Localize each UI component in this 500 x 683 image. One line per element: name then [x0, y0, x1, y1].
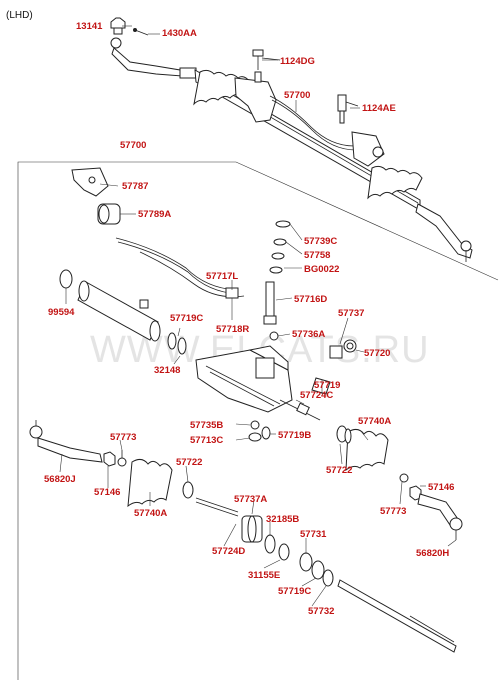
label-1124DG: 1124DG — [280, 56, 315, 67]
label-57739C: 57739C — [304, 236, 337, 247]
label-32185B: 32185B — [266, 514, 299, 525]
label-57737: 57737 — [338, 308, 364, 319]
label-57758: 57758 — [304, 250, 330, 261]
label-56820J: 56820J — [44, 474, 76, 485]
label-57724C: 57724C — [300, 390, 333, 401]
label-BG0022: BG0022 — [304, 264, 339, 275]
label-57740A-right: 57740A — [358, 416, 391, 427]
label-56820H: 56820H — [416, 548, 449, 559]
label-57722-top: 57722 — [176, 457, 202, 468]
label-57717L: 57717L — [206, 271, 238, 282]
label-57724D: 57724D — [212, 546, 245, 557]
exploded-parts — [29, 167, 463, 653]
label-13141: 13141 — [76, 21, 103, 32]
label-57789A: 57789A — [138, 209, 171, 220]
label-57740A-left: 57740A — [134, 508, 167, 519]
label-57719C-a: 57719C — [170, 313, 203, 324]
variant-header: (LHD) — [6, 10, 33, 21]
label-57146-left: 57146 — [94, 487, 120, 498]
label-57700-box: 57700 — [120, 140, 146, 151]
top-assembly — [110, 17, 473, 262]
label-1430AA: 1430AA — [162, 28, 197, 39]
label-57736A: 57736A — [292, 329, 325, 340]
label-57773-right: 57773 — [380, 506, 406, 517]
label-32148: 32148 — [154, 365, 180, 376]
label-57731: 57731 — [300, 529, 327, 540]
label-57735B: 57735B — [190, 420, 223, 431]
label-57720: 57720 — [364, 348, 390, 359]
part-labels: 13141 1430AA 1124DG 57700 1124AE 57700 5… — [44, 21, 454, 617]
label-57146-right: 57146 — [428, 482, 454, 493]
label-31155E: 31155E — [248, 570, 280, 581]
label-57737A: 57737A — [234, 494, 267, 505]
label-99594: 99594 — [48, 307, 75, 318]
label-57719C-c: 57719C — [278, 586, 311, 597]
label-57732: 57732 — [308, 606, 334, 617]
label-1124AE: 1124AE — [362, 103, 396, 114]
label-57719-b: 57719 — [314, 380, 340, 391]
label-57716D: 57716D — [294, 294, 327, 305]
label-57773-left: 57773 — [110, 432, 136, 443]
label-57713C: 57713C — [190, 435, 223, 446]
label-57722-right: 57722 — [326, 465, 352, 476]
label-57719B: 57719B — [278, 430, 311, 441]
label-57787: 57787 — [122, 181, 148, 192]
label-57700-top: 57700 — [284, 90, 310, 101]
label-57718R: 57718R — [216, 324, 249, 335]
group-box-border — [17, 161, 499, 680]
